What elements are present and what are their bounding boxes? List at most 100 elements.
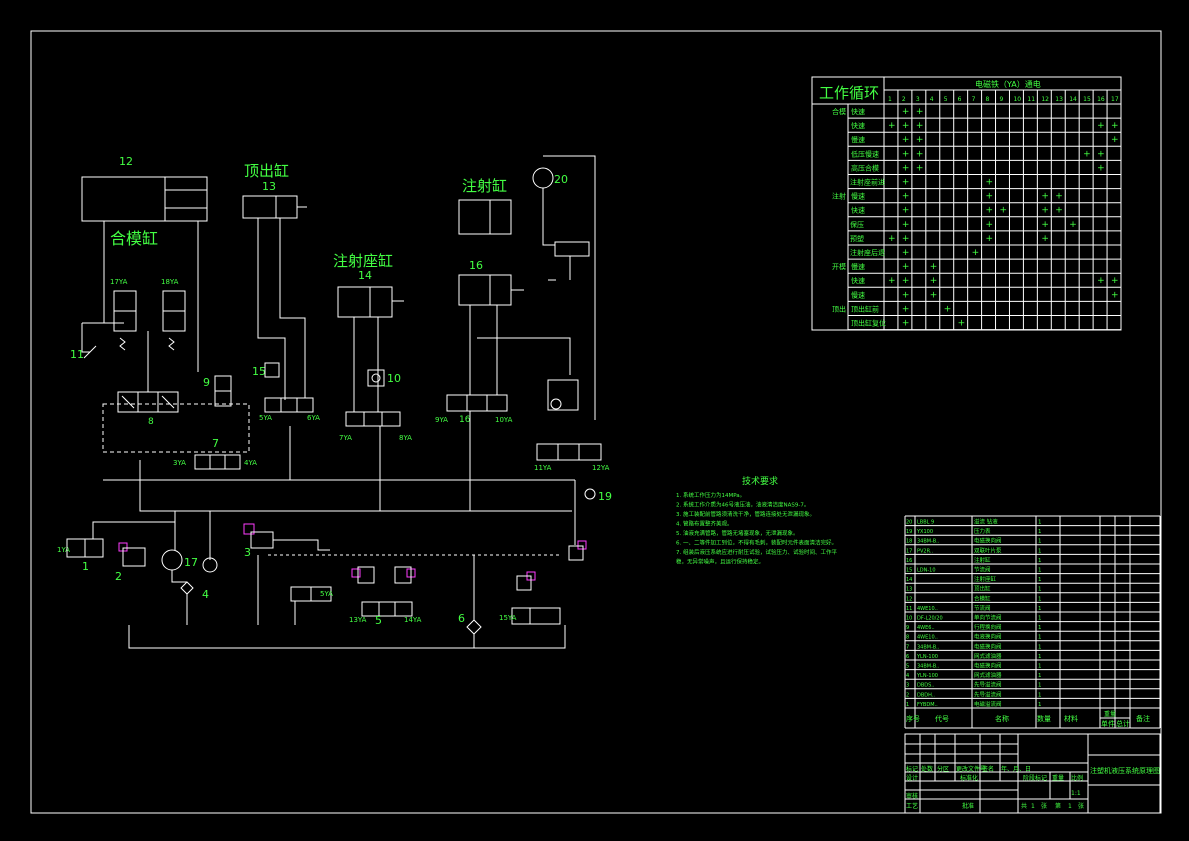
parts-header-weight: 重量 [1104, 710, 1116, 718]
part-name: 电磁溢流阀 [974, 700, 1002, 708]
cycle-row-group: 预塑 [850, 234, 864, 243]
part-code: 4WE10.. [917, 635, 938, 641]
svg-text:3YA: 3YA [173, 459, 186, 467]
parts-header-cell: 单件 [1101, 719, 1115, 728]
svg-text:17YA: 17YA [110, 278, 128, 286]
label-20: 20 [554, 173, 568, 186]
cycle-row-stage: 慢速 [851, 262, 865, 271]
cycle-mark: + [1041, 192, 1049, 202]
cycle-row-stage: 慢速 [851, 290, 865, 299]
part-index: 6 [906, 654, 909, 660]
cycle-mark: + [972, 248, 980, 258]
requirements-title: 技术要求 [742, 475, 778, 487]
part-index: 8 [906, 635, 909, 641]
part-name: 先导溢流阀 [974, 690, 1002, 698]
cycle-mark: + [902, 220, 910, 230]
label-9: 9 [203, 376, 210, 389]
part-name: 合模缸 [974, 594, 991, 602]
svg-text:7YA: 7YA [339, 434, 352, 442]
eject-cylinder-number: 13 [262, 180, 276, 193]
cycle-mark: + [916, 107, 924, 117]
cycle-table-title: 工作循环 [819, 84, 879, 102]
eject-cylinder-title: 顶出缸 [244, 162, 289, 180]
cycle-col-15: 15 [1083, 96, 1091, 103]
part-qty: 1 [1038, 558, 1042, 564]
cycle-col-1: 1 [888, 96, 892, 103]
part-qty: 1 [1038, 616, 1042, 622]
cycle-col-3: 3 [916, 96, 920, 103]
technical-requirements: 技术要求 1. 系统工作压力为14MPa。2. 系统工作介质为46号液压油，油液… [676, 475, 837, 566]
part-qty: 1 [1038, 664, 1042, 670]
cycle-mark: + [1097, 163, 1105, 173]
part-name: 网式滤油器 [974, 652, 1002, 660]
cycle-row-stage: 低压慢速 [851, 149, 879, 158]
svg-text:11YA: 11YA [534, 464, 552, 472]
cycle-col-5: 5 [944, 96, 948, 103]
label-1: 1 [82, 560, 89, 573]
part-code: FYBDM.. [917, 702, 938, 708]
svg-text:工艺: 工艺 [906, 802, 918, 810]
svg-text:16: 16 [459, 415, 471, 425]
label-4: 4 [202, 588, 209, 601]
sheet-info-cell: 第 [1055, 802, 1061, 810]
part-index: 14 [906, 577, 912, 583]
part-code: YLN-100 [916, 654, 938, 660]
inject-cylinder-title: 注射缸 [462, 177, 507, 195]
part-qty: 1 [1038, 692, 1042, 698]
sheet-info-cell: 张 [1041, 802, 1047, 810]
seat-cylinder-title: 注射座缸 [333, 252, 393, 270]
part-qty: 1 [1038, 587, 1042, 593]
part-index: 9 [906, 625, 909, 631]
svg-text:1:1: 1:1 [1071, 790, 1081, 797]
injection-seat-cylinder: 注射座缸 14 [333, 252, 404, 412]
part-code: YX100 [916, 529, 933, 535]
parts-header-cell: 备注 [1136, 714, 1150, 723]
drawing-title: 注塑机液压系统原理图 [1090, 766, 1160, 775]
cycle-row-stage: 顶出缸复位 [851, 319, 886, 328]
part-name: 溢流 钻液 [974, 518, 998, 526]
part-code: LDN-10 [917, 568, 936, 574]
cycle-row-stage: 慢速 [851, 192, 865, 201]
cycle-mark: + [888, 121, 896, 131]
cycle-col-17: 17 [1111, 96, 1119, 103]
cycle-col-16: 16 [1097, 96, 1105, 103]
label-19: 19 [598, 490, 612, 503]
cycle-mark: + [1111, 121, 1119, 131]
cycle-col-6: 6 [958, 96, 962, 103]
sheet-info-cell: 张 [1078, 802, 1084, 810]
part-index: 4 [906, 673, 909, 679]
cycle-row-group: 保压 [850, 220, 864, 229]
svg-text:9YA: 9YA [435, 416, 448, 424]
drawing-frame [30, 30, 1162, 814]
cycle-col-2: 2 [902, 96, 906, 103]
svg-text:5YA: 5YA [259, 414, 272, 422]
part-index: 2 [906, 692, 909, 698]
cycle-mark: + [902, 248, 910, 258]
cycle-mark: + [986, 234, 994, 244]
cycle-col-13: 13 [1055, 96, 1063, 103]
cycle-mark: + [1111, 276, 1119, 286]
cycle-mark: + [902, 304, 910, 314]
part-name: 行程换向阀 [974, 623, 1002, 631]
svg-text:标准化: 标准化 [960, 774, 978, 782]
part-qty: 1 [1038, 606, 1042, 612]
part-name: 电液换向阀 [974, 633, 1002, 641]
cycle-mark: + [944, 304, 952, 314]
cycle-mark: + [902, 149, 910, 159]
part-qty: 1 [1038, 529, 1042, 535]
part-name: 网式滤油器 [974, 671, 1002, 679]
svg-text:12YA: 12YA [592, 464, 610, 472]
cycle-mark: + [1041, 206, 1049, 216]
cycle-row-stage: 高压合模 [851, 163, 879, 172]
requirement-line: 3. 施工装配前管路须清洗干净，管路连接处无泄漏现象。 [676, 510, 815, 518]
part-index: 12 [906, 596, 912, 602]
svg-text:18YA: 18YA [161, 278, 179, 286]
cycle-col-11: 11 [1027, 96, 1035, 103]
valve-8: 8 [102, 391, 250, 453]
part-name: 单向节流阀 [974, 614, 1002, 622]
cycle-mark: + [902, 107, 910, 117]
part-qty: 1 [1038, 539, 1042, 545]
svg-text:设计: 设计 [906, 774, 918, 782]
